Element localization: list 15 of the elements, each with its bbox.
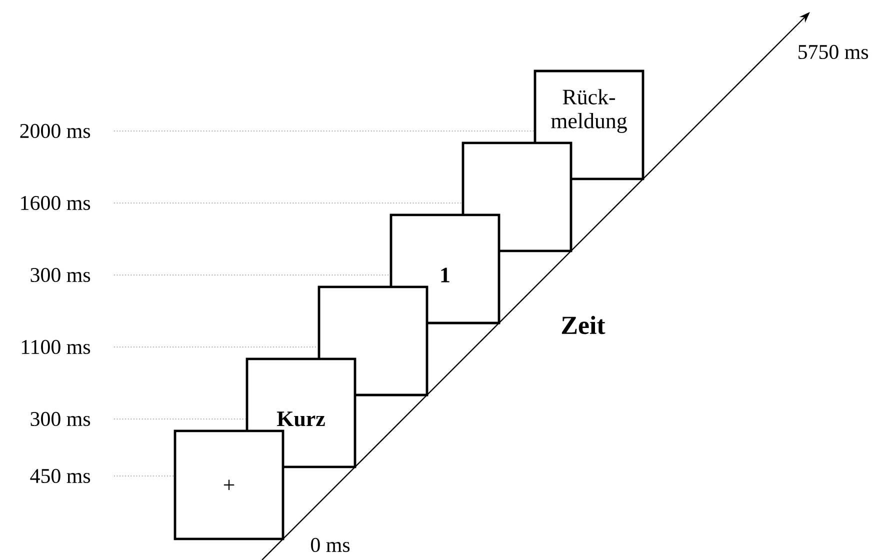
time-label: 300 ms	[30, 412, 90, 426]
time-label: 1600 ms	[21, 196, 90, 210]
time-label: 5750 ms	[798, 44, 868, 60]
time-label: 0 ms	[311, 538, 350, 552]
leader-line	[114, 274, 390, 276]
leader-line	[114, 130, 534, 132]
leader-line	[114, 346, 318, 348]
axis-title: Zeit	[562, 316, 606, 334]
stimulus-screen: +	[174, 430, 284, 540]
time-label: 300 ms	[30, 268, 90, 282]
time-label: 450 ms	[30, 468, 90, 484]
time-label: 2000 ms	[20, 124, 90, 138]
leader-line	[114, 202, 462, 204]
time-label: 1100 ms	[22, 340, 90, 354]
leader-line	[114, 418, 246, 420]
